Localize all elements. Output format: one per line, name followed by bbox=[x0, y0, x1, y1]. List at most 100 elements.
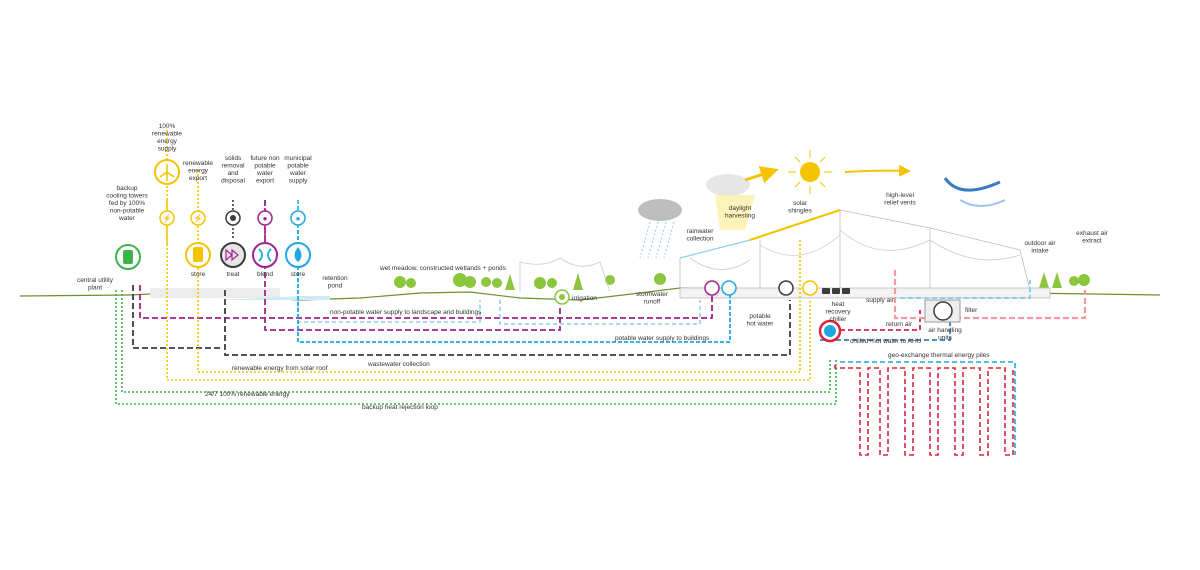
geo-pile-loops bbox=[834, 365, 1014, 456]
filter-label: filter bbox=[965, 307, 978, 314]
potable-supply-line bbox=[297, 230, 731, 343]
potable-supply-label: potable water supply to buildings bbox=[615, 335, 710, 342]
node-treat[interactable] bbox=[220, 210, 246, 268]
toilet-icon bbox=[704, 280, 720, 296]
renewable-supply-caption-line: supply bbox=[158, 146, 178, 153]
supply-air-label: supply air bbox=[866, 297, 895, 304]
rain-cloud-icon bbox=[638, 199, 682, 221]
node-water-store[interactable]: ● bbox=[285, 210, 311, 268]
node-irrigation[interactable] bbox=[554, 289, 570, 305]
municipal-supply-caption-line: potable bbox=[287, 163, 309, 170]
bolt-icon: ⚡ bbox=[193, 213, 203, 223]
snowflake-icon bbox=[824, 325, 836, 337]
node-air-handling-unit[interactable] bbox=[924, 299, 961, 323]
stormwater-label-line: runoff bbox=[644, 299, 661, 306]
node-renewable-supply[interactable]: ⚡ bbox=[154, 159, 180, 226]
daylight-label-line: harvesting bbox=[725, 213, 755, 220]
utility-feeders bbox=[166, 130, 299, 245]
wastewater-label: wastewater collection bbox=[367, 361, 430, 368]
geo-exchange-label: geo-exchange thermal energy piles bbox=[888, 352, 990, 359]
backup-heat-loop-label: backup heat rejection loop bbox=[362, 404, 438, 411]
flow-lines bbox=[115, 200, 1087, 456]
wastewater-line bbox=[132, 285, 791, 356]
central-utility-label-line: plant bbox=[88, 285, 102, 292]
cooling-towers-caption-line: fed by 100% bbox=[109, 200, 145, 207]
solar-roof-label: renewable energy from solar roof bbox=[232, 365, 328, 372]
hot-water-drop-icon bbox=[721, 280, 737, 296]
solids-removal-caption-line: removal bbox=[221, 163, 245, 170]
drop-icon: ● bbox=[296, 214, 301, 223]
exhaust-air-label-line: extract bbox=[1082, 238, 1102, 245]
blend-icon bbox=[258, 248, 272, 262]
stormwater-label-line: stormwater bbox=[636, 291, 669, 298]
potable-hot-water-label-line: hot water bbox=[747, 321, 775, 328]
energy-export-caption-line: export bbox=[189, 175, 207, 182]
car-icon bbox=[822, 288, 830, 294]
wet-meadow-label: wet meadow, constructed wetlands + ponds bbox=[379, 265, 507, 272]
cooling-towers-caption-line: non-potable bbox=[110, 208, 145, 215]
ground-line bbox=[19, 287, 1161, 301]
rainwater-label-line: collection bbox=[686, 236, 713, 243]
central-utility-label-line: central utility bbox=[77, 277, 114, 284]
irrigation-label: irrigation bbox=[572, 295, 597, 302]
solids-removal-caption-line: solids bbox=[225, 155, 242, 162]
renewable-247-line bbox=[166, 200, 811, 381]
daylight-label-line: daylight bbox=[729, 205, 752, 212]
relief-vents-label-line: high-level bbox=[886, 192, 914, 199]
node-cooling-towers[interactable] bbox=[115, 244, 141, 270]
node-energy-store[interactable]: ⚡ bbox=[185, 210, 211, 268]
node-building-icons[interactable] bbox=[704, 280, 850, 296]
rainwater-label-line: rainwater bbox=[687, 228, 715, 235]
sky bbox=[638, 150, 1006, 259]
drop-icon: ● bbox=[263, 214, 268, 223]
retention-pond-water bbox=[220, 296, 330, 300]
node-blend[interactable]: ● bbox=[252, 210, 278, 268]
renewable-supply-caption-line: energy bbox=[157, 138, 178, 145]
cooling-towers-caption-line: water bbox=[118, 215, 136, 222]
filter-treat-icon bbox=[225, 248, 239, 262]
utility-plant-slab bbox=[150, 288, 280, 298]
municipal-supply-caption-line: supply bbox=[289, 178, 309, 185]
daylight-beam bbox=[715, 195, 755, 230]
nonpotable-supply-label: non-potable water supply to landscape an… bbox=[330, 309, 482, 316]
cloud-icon bbox=[706, 174, 750, 196]
node-heat-recovery-chiller[interactable] bbox=[818, 319, 842, 343]
retention-pond-label-line: pond bbox=[328, 283, 343, 290]
water-drop-icon bbox=[294, 247, 302, 262]
municipal-supply-caption-line: municipal bbox=[284, 155, 312, 162]
backup-heat-loop-line bbox=[121, 290, 831, 393]
renewable-247-label: 24/7 100% renewable energy bbox=[205, 391, 290, 398]
renewable-supply-caption-line: renewable bbox=[152, 131, 182, 138]
building-section bbox=[679, 208, 1051, 299]
nonpotable-supply-line bbox=[139, 285, 713, 319]
blend-label: blend bbox=[257, 271, 273, 278]
renewable-supply-caption-line: 100% bbox=[159, 123, 176, 130]
food-waste-icon bbox=[778, 280, 794, 296]
car-icon bbox=[832, 288, 840, 294]
solids-icon bbox=[230, 215, 236, 221]
wind-arrow bbox=[943, 177, 1001, 192]
energy-store-label: store bbox=[191, 271, 206, 278]
wind-turbine-icon bbox=[159, 164, 175, 181]
exhaust-air-label-line: exhaust air bbox=[1076, 230, 1109, 237]
fan-icon bbox=[933, 301, 953, 321]
municipal-supply-caption-line: water bbox=[289, 170, 307, 177]
retention-pond-label-line: retention bbox=[322, 275, 348, 282]
heat-recovery-chiller-label-line: chiller bbox=[830, 316, 848, 323]
battery-icon bbox=[193, 247, 203, 262]
